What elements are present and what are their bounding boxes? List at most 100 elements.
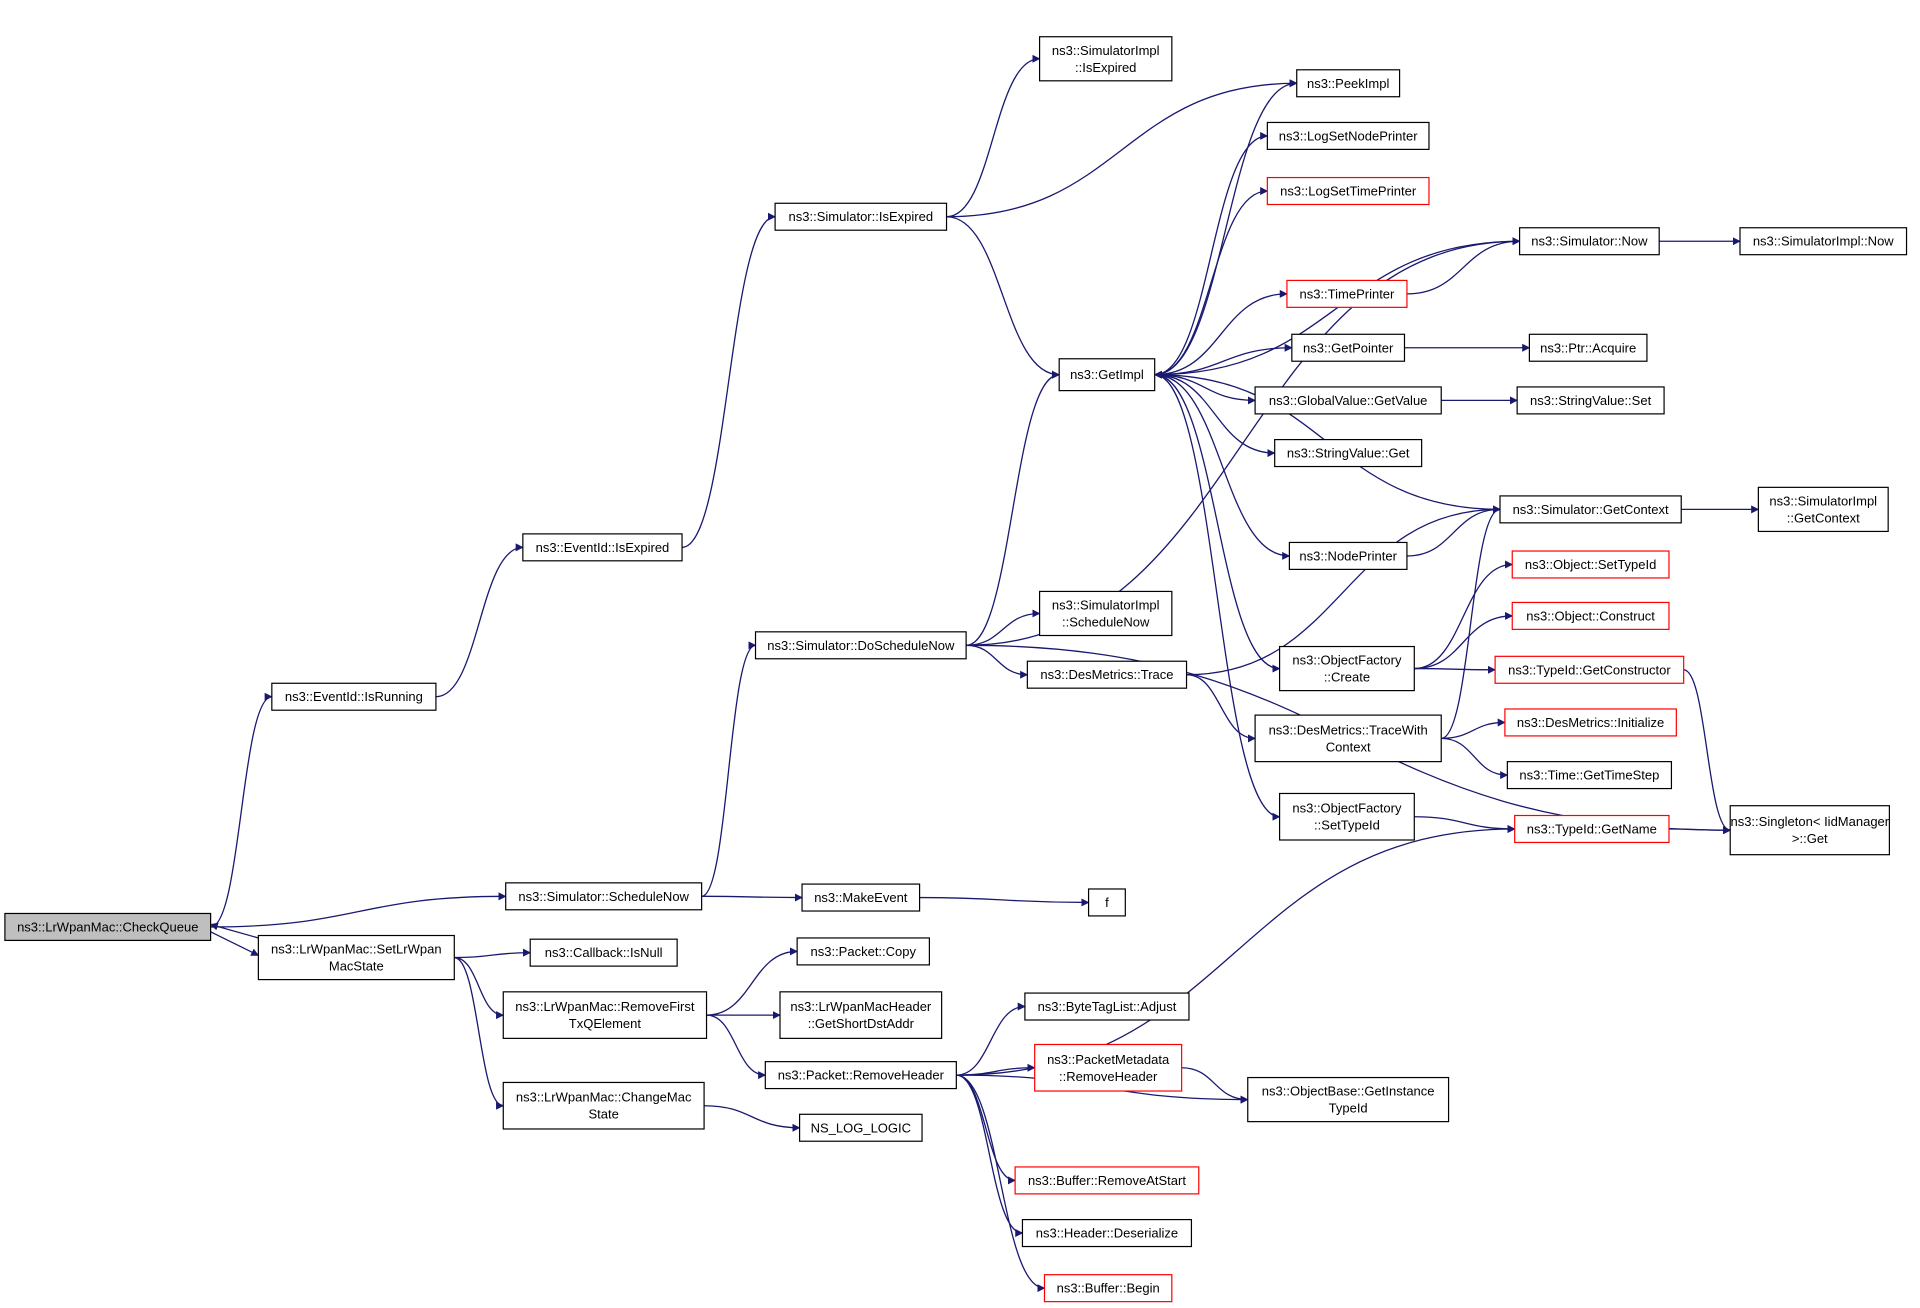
node-check-queue[interactable]: ns3::LrWpanMac::CheckQueue: [4, 912, 212, 942]
node-buffer-removeatstart[interactable]: ns3::Buffer::RemoveAtStart: [1014, 1166, 1200, 1195]
call-edge: [956, 824, 1516, 1076]
call-edge: [701, 641, 757, 897]
node-timeprinter[interactable]: ns3::TimePrinter: [1286, 279, 1408, 308]
node-label: ns3::TypeId::GetConstructor: [1508, 662, 1671, 677]
node-nodeprinter[interactable]: ns3::NodePrinter: [1288, 541, 1408, 570]
node-box: [1291, 333, 1406, 362]
node-object-construct[interactable]: ns3::Object::Construct: [1511, 601, 1670, 630]
node-label: ns3::ObjectBase::GetInstance: [1262, 1084, 1435, 1099]
node-simimpl-now[interactable]: ns3::SimulatorImpl::Now: [1739, 227, 1908, 256]
node-getshortdstaddr[interactable]: ns3::LrWpanMacHeader::GetShortDstAddr: [779, 991, 943, 1039]
node-callback-isnull[interactable]: ns3::Callback::IsNull: [529, 938, 678, 967]
call-edge: [1186, 674, 1256, 743]
node-box: [1278, 645, 1415, 692]
node-box: [1274, 438, 1423, 468]
node-label: ns3::GetImpl: [1070, 367, 1144, 382]
call-edge: [946, 79, 1298, 218]
node-simimpl-getcontext[interactable]: ns3::SimulatorImpl::GetContext: [1757, 486, 1889, 533]
edge-path: [701, 641, 757, 897]
node-f[interactable]: f: [1087, 888, 1126, 917]
node-box: [801, 883, 921, 912]
node-packet-removeheader[interactable]: ns3::Packet::RemoveHeader: [764, 1061, 957, 1090]
node-getimpl[interactable]: ns3::GetImpl: [1058, 358, 1156, 392]
edge-path: [1154, 374, 1291, 560]
node-packetmetadata-removeheader[interactable]: ns3::PacketMetadata::RemoveHeader: [1034, 1043, 1183, 1092]
node-label: TypeId: [1329, 1101, 1368, 1116]
node-label: ns3::LrWpanMac::SetLrWpan: [271, 942, 442, 957]
node-box: [1034, 1043, 1183, 1092]
call-edge: [966, 644, 1029, 679]
node-box: [1288, 541, 1408, 570]
edge-path: [946, 79, 1298, 218]
edge-path: [919, 896, 1090, 907]
edge-path: [1414, 665, 1496, 674]
node-eventid-isrunning[interactable]: ns3::EventId::IsRunning: [271, 682, 437, 711]
call-edge: [435, 543, 524, 698]
edge-path: [1441, 505, 1501, 740]
node-simulator-schedulenow[interactable]: ns3::Simulator::ScheduleNow: [505, 882, 703, 911]
node-object-settypeid[interactable]: ns3::Object::SetTypeId: [1511, 550, 1670, 579]
call-edge: [1441, 718, 1506, 740]
node-packet-copy[interactable]: ns3::Packet::Copy: [796, 937, 930, 966]
edge-path: [1406, 237, 1521, 295]
call-edge: [946, 216, 1060, 379]
node-logsettimeprinter[interactable]: ns3::LogSetTimePrinter: [1266, 176, 1430, 206]
node-makeevent[interactable]: ns3::MakeEvent: [801, 883, 921, 912]
node-header-deserialize[interactable]: ns3::Header::Deserialize: [1021, 1218, 1193, 1248]
node-simulator-now[interactable]: ns3::Simulator::Now: [1518, 227, 1660, 256]
node-box: [1739, 227, 1908, 256]
node-box: [1511, 550, 1670, 579]
node-label: ns3::Singleton< IidManager: [1730, 814, 1889, 829]
node-objectfactory-settypeid[interactable]: ns3::ObjectFactory::SetTypeId: [1278, 792, 1415, 841]
call-edge: [1154, 374, 1281, 821]
node-bytetaglist-adjust[interactable]: ns3::ByteTagList::Adjust: [1024, 992, 1190, 1021]
node-desmetrics-initialize[interactable]: ns3::DesMetrics::Initialize: [1504, 708, 1677, 737]
edge-path: [956, 1074, 1046, 1293]
node-typeid-getconstructor[interactable]: ns3::TypeId::GetConstructor: [1494, 655, 1685, 684]
edge-path: [1683, 669, 1731, 835]
node-box: [1024, 992, 1190, 1021]
node-desmetrics-trace[interactable]: ns3::DesMetrics::Trace: [1026, 660, 1188, 689]
node-box: [1494, 655, 1685, 684]
node-simulator-doschedulenow[interactable]: ns3::Simulator::DoScheduleNow: [754, 631, 967, 660]
node-singleton-get[interactable]: ns3::Singleton< IidManager>::Get: [1729, 805, 1890, 856]
node-peekimpl[interactable]: ns3::PeekImpl: [1296, 69, 1401, 98]
node-stringvalue-get[interactable]: ns3::StringValue::Get: [1274, 438, 1423, 468]
node-label: State: [588, 1107, 618, 1122]
node-objectfactory-create[interactable]: ns3::ObjectFactory::Create: [1278, 645, 1415, 692]
node-label: ns3::TypeId::GetName: [1527, 821, 1657, 836]
node-buffer-begin[interactable]: ns3::Buffer::Begin: [1043, 1274, 1173, 1303]
node-getpointer[interactable]: ns3::GetPointer: [1291, 333, 1406, 362]
node-stringvalue-set[interactable]: ns3::StringValue::Set: [1516, 386, 1665, 415]
call-edge: [1441, 737, 1509, 780]
node-label: ns3::Simulator::ScheduleNow: [518, 889, 689, 904]
node-label: ns3::MakeEvent: [814, 890, 908, 905]
call-edge: [1414, 665, 1496, 674]
node-box: [1021, 1218, 1193, 1248]
node-typeid-getname[interactable]: ns3::TypeId::GetName: [1514, 814, 1670, 844]
node-ns-log-logic[interactable]: NS_LOG_LOGIC: [798, 1113, 923, 1142]
node-logsetnodeprinter[interactable]: ns3::LogSetNodePrinter: [1266, 121, 1430, 150]
node-globalvalue-getvalue[interactable]: ns3::GlobalValue::GetValue: [1254, 386, 1442, 415]
node-simimpl-isexpired[interactable]: ns3::SimulatorImpl::IsExpired: [1038, 36, 1173, 82]
call-edge: [946, 54, 1041, 218]
node-ptr-acquire[interactable]: ns3::Ptr::Acquire: [1528, 333, 1648, 362]
node-label: ns3::Object::SetTypeId: [1525, 557, 1657, 572]
call-edge: [1683, 669, 1731, 835]
edge-path: [1414, 560, 1514, 670]
node-box: [1087, 888, 1126, 917]
node-simimpl-schedulenow[interactable]: ns3::SimulatorImpl::ScheduleNow: [1038, 590, 1173, 637]
node-box: [1516, 386, 1665, 415]
node-simulator-isexpired[interactable]: ns3::Simulator::IsExpired: [774, 202, 948, 231]
edge-path: [1186, 674, 1256, 743]
node-simulator-getcontext[interactable]: ns3::Simulator::GetContext: [1499, 495, 1682, 524]
call-edge: [1441, 505, 1501, 740]
node-time-gettimestep[interactable]: ns3::Time::GetTimeStep: [1506, 761, 1673, 790]
node-eventid-isexpired[interactable]: ns3::EventId::IsExpired: [522, 533, 683, 562]
